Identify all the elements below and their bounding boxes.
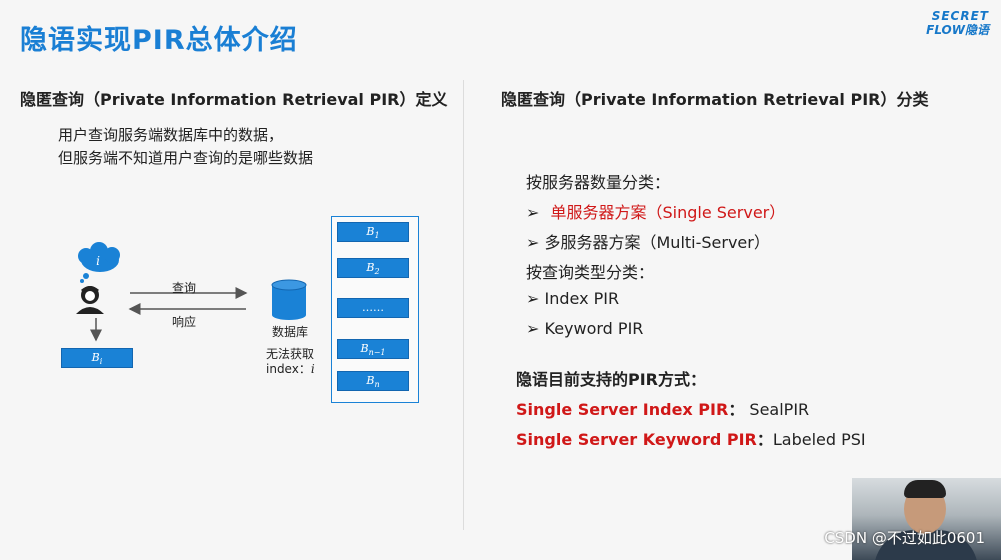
right-heading: 隐匿查询（Private Information Retrieval PIR）分…: [501, 90, 929, 109]
bullet-icon: ➢: [526, 203, 540, 222]
db-block-2-sub: 2: [374, 267, 380, 277]
support-item-2: Single Server Keyword PIR：Labeled PSI: [516, 426, 866, 450]
definition-line1: 用户查询服务端数据库中的数据，: [58, 126, 284, 144]
presenter-webcam: [852, 478, 1001, 560]
support1-value: SealPIR: [749, 400, 810, 419]
db-block-ellipsis: ……: [337, 298, 409, 318]
database-label: 数据库: [272, 325, 309, 339]
db-block-1-sub: 1: [374, 231, 380, 241]
user-block-sub: i: [99, 357, 103, 367]
pir-definition: 用户查询服务端数据库中的数据， 但服务端不知道用户查询的是哪些数据: [58, 124, 313, 170]
db-block-n-1-base: B: [360, 342, 369, 355]
support1-sep: ：: [728, 400, 745, 419]
keyword-pir-label: Keyword PIR: [544, 319, 644, 338]
database-icon: [271, 279, 307, 320]
db-block-ellipsis-text: ……: [362, 301, 384, 314]
secretflow-logo: SECRET FLOW隐语: [907, 10, 989, 40]
support-item-1: Single Server Index PIR： SealPIR: [516, 396, 809, 420]
multi-server-item: ➢ 多服务器方案（Multi-Server）: [526, 229, 770, 253]
db-block-n-base: B: [366, 374, 375, 387]
db-block-1: B1: [337, 222, 409, 242]
definition-line2: 但服务端不知道用户查询的是哪些数据: [58, 149, 314, 167]
by-server-heading: 按服务器数量分类：: [526, 173, 671, 192]
user-icon: [76, 286, 104, 314]
single-server-label: 单服务器方案（Single Server）: [550, 203, 786, 222]
user-block-bi: Bi: [61, 348, 133, 368]
index-variable: i: [310, 362, 315, 376]
bubble-index-label: i: [96, 254, 100, 268]
csdn-watermark: CSDN @不过如此0601: [824, 529, 985, 547]
db-block-n-1-sub: n−1: [368, 348, 386, 358]
support2-value: Labeled PSI: [772, 430, 866, 449]
logo-line2: FLOW隐语: [926, 23, 989, 37]
query-label: 查询: [172, 281, 197, 295]
db-block-n: Bn: [337, 371, 409, 391]
bullet-icon: ➢: [526, 319, 540, 338]
index-pir-label: Index PIR: [544, 289, 620, 308]
db-block-n-sub: n: [374, 380, 380, 390]
keyword-pir-item: ➢ Keyword PIR: [526, 319, 643, 338]
db-block-2-base: B: [366, 261, 375, 274]
support2-label: Single Server Keyword PIR: [516, 430, 757, 449]
supported-heading: 隐语目前支持的PIR方式：: [516, 370, 707, 389]
db-block-2: B2: [337, 258, 409, 278]
bullet-icon: ➢: [526, 233, 540, 252]
bullet-icon: ➢: [526, 289, 540, 308]
support1-label: Single Server Index PIR: [516, 400, 729, 419]
page-title: 隐语实现PIR总体介绍: [20, 25, 298, 56]
response-label: 响应: [172, 315, 197, 329]
thought-bubble-icon: i: [78, 242, 120, 283]
column-divider: [463, 80, 464, 530]
index-label-text: index：: [266, 362, 311, 376]
user-block-base: B: [91, 351, 100, 364]
single-server-item: ➢ 单服务器方案（Single Server）: [526, 199, 785, 223]
db-block-1-base: B: [366, 225, 375, 238]
logo-line1: SECRET: [931, 9, 989, 23]
presenter-hair: [904, 480, 946, 498]
index-pir-item: ➢ Index PIR: [526, 289, 619, 308]
left-heading: 隐匿查询（Private Information Retrieval PIR）定…: [20, 90, 448, 109]
support2-sep: ：: [756, 430, 773, 449]
db-block-n-1: Bn−1: [337, 339, 409, 359]
no-access-label: 无法获取: [266, 347, 315, 361]
multi-server-label: 多服务器方案（Multi-Server）: [544, 233, 770, 252]
index-label: index：i: [266, 360, 315, 377]
by-query-heading: 按查询类型分类：: [526, 263, 655, 282]
